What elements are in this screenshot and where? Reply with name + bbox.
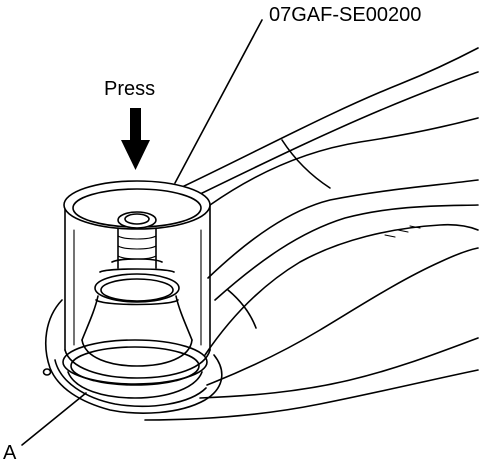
press-label: Press [104, 78, 156, 100]
press-tool-07gaf-se00200 [63, 180, 211, 379]
part-a-flange [42, 299, 223, 414]
ball-joint-assembly [81, 211, 193, 367]
suspension-arm [144, 47, 479, 421]
tool-leader-line [174, 19, 263, 184]
down-arrow-icon [121, 108, 150, 170]
part-a-leader-line [21, 392, 87, 446]
tool-number-label: 07GAF-SE00200 [269, 4, 422, 26]
part-a-label: A [3, 442, 17, 464]
